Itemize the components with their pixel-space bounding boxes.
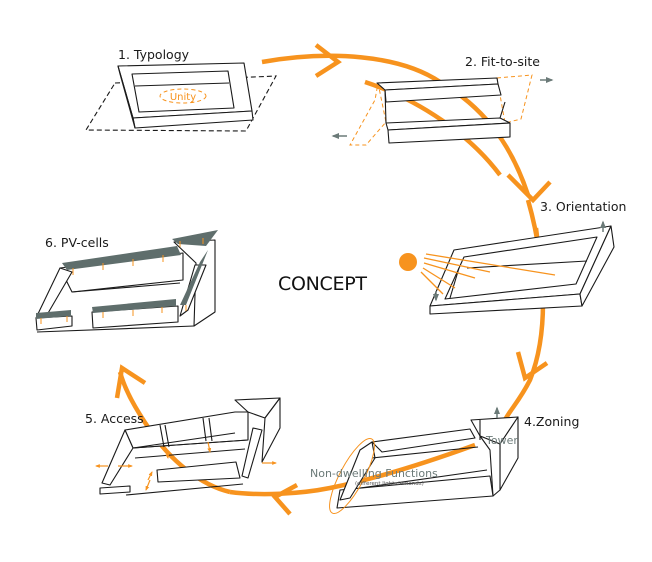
orientation-block-side xyxy=(579,225,615,307)
pv-panel-right xyxy=(180,250,208,305)
access-left-foot xyxy=(99,485,131,495)
step-1-label: 1. Typology xyxy=(118,47,190,62)
unity-label: Unity xyxy=(170,92,196,103)
zoning-block-top xyxy=(371,428,476,453)
cycle-arc-4-5 xyxy=(229,442,476,497)
cycle-arrowhead-lower-right xyxy=(515,351,549,382)
pv-up-arrows xyxy=(40,238,204,324)
zoning-left-wing xyxy=(339,441,376,501)
access-front-wall xyxy=(156,461,241,483)
access-right-wing xyxy=(241,427,263,479)
step-6-label: 6. PV-cells xyxy=(45,235,109,250)
fit-dashed-left xyxy=(349,82,387,146)
cycle-arrowhead-top xyxy=(314,43,342,78)
fit-dashed-right xyxy=(496,74,533,124)
access-arrow-6 xyxy=(145,479,151,491)
zoning-long-wall xyxy=(479,435,501,497)
step-access: 5. Access xyxy=(85,397,281,496)
step-typology: Unity 1. Typology xyxy=(85,47,277,132)
pv-panel-tower xyxy=(172,230,218,246)
pv-panel-left xyxy=(36,310,71,319)
pv-panel-back xyxy=(62,246,181,270)
unity-ellipse xyxy=(159,88,207,104)
access-left-wing xyxy=(101,429,134,486)
tower-label: Tower xyxy=(485,434,518,447)
step-zoning: Tower Non-dwelling Functions (different … xyxy=(310,406,579,515)
access-tower-side xyxy=(261,397,281,463)
step-5-label: 5. Access xyxy=(85,411,144,426)
fit-lower-bar-front xyxy=(387,122,511,144)
zoning-front-wall xyxy=(336,475,494,509)
sun-icon xyxy=(399,253,417,271)
step-3-label: 3. Orientation xyxy=(540,199,626,214)
concept-title: CONCEPT xyxy=(278,273,367,295)
typology-courtyard xyxy=(131,70,235,113)
access-arrow-2 xyxy=(207,441,212,453)
non-dwelling-highlight xyxy=(329,437,375,515)
step-orientation: 3. Orientation xyxy=(399,199,626,315)
cycle-arrowhead-left xyxy=(114,364,147,399)
step-fit-to-site: 2. Fit-to-site xyxy=(331,54,554,146)
step-pv-cells: 6. PV-cells xyxy=(35,230,218,333)
typology-block-side xyxy=(117,65,136,129)
non-dwelling-label: Non-dwelling Functions xyxy=(310,467,438,480)
access-arrow-1 xyxy=(165,447,170,459)
cycle-arrowhead-bottom xyxy=(271,483,299,516)
step-4-label: 4.Zoning xyxy=(524,414,579,429)
pv-panel-front xyxy=(92,299,176,313)
cycle-arrowhead-right xyxy=(506,173,552,204)
access-arrow-7 xyxy=(147,471,153,481)
non-dwelling-note: (different light demands) xyxy=(355,481,424,487)
step-2-label: 2. Fit-to-site xyxy=(465,54,540,69)
